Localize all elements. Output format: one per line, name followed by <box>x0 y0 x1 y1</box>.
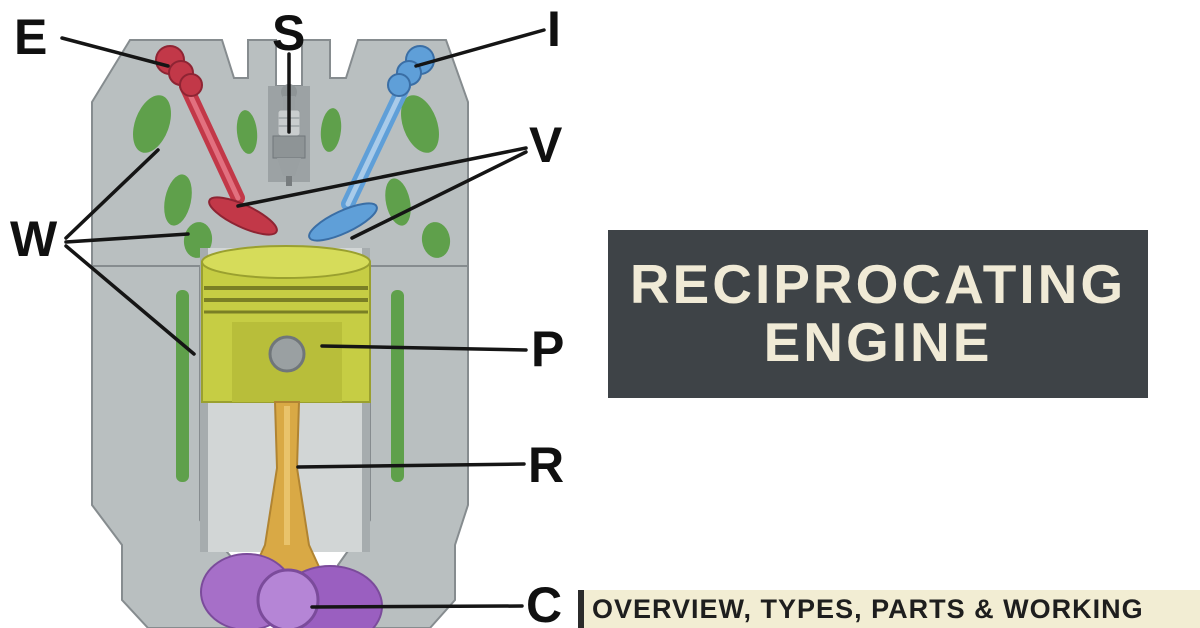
engine-cutaway-illustration <box>60 28 546 628</box>
label-water-jacket: W <box>10 211 58 267</box>
pointer-connecting-rod <box>296 462 526 469</box>
pointer-valve-left <box>236 146 528 208</box>
label-valves: V <box>529 117 563 173</box>
label-connecting-rod: R <box>528 437 565 493</box>
pointer-exhaust-valve <box>60 36 170 68</box>
crankshaft <box>200 553 383 628</box>
title-line-2: ENGINE <box>763 311 993 373</box>
pointer-water-jacket-1 <box>64 148 160 240</box>
subtitle-text: OVERVIEW, TYPES, PARTS & WORKING <box>592 593 1144 624</box>
label-intake-valve: I <box>547 1 561 57</box>
title-line-1: RECIPROCATING <box>629 253 1127 316</box>
title-banner: RECIPROCATING ENGINE <box>608 230 1148 398</box>
label-piston: P <box>531 321 565 377</box>
water-jackets <box>133 95 451 482</box>
pointer-lines <box>60 28 546 609</box>
piston <box>201 245 371 403</box>
pointer-intake-valve <box>414 28 546 68</box>
exhaust-valve <box>155 45 278 236</box>
label-crankshaft: C <box>526 577 563 628</box>
pointer-water-jacket-2 <box>64 232 190 244</box>
subtitle-strip: OVERVIEW, TYPES, PARTS & WORKING <box>578 590 1200 628</box>
spark-plug <box>272 84 306 186</box>
pointer-piston <box>320 344 528 352</box>
pointer-water-jacket-3 <box>64 244 196 356</box>
wrist-pin <box>268 335 306 373</box>
intake-valve <box>308 45 435 242</box>
label-spark-plug: S <box>272 5 306 61</box>
label-exhaust-valve: E <box>14 9 48 65</box>
pointer-crankshaft <box>310 604 524 609</box>
pointer-valve-right <box>350 150 528 240</box>
